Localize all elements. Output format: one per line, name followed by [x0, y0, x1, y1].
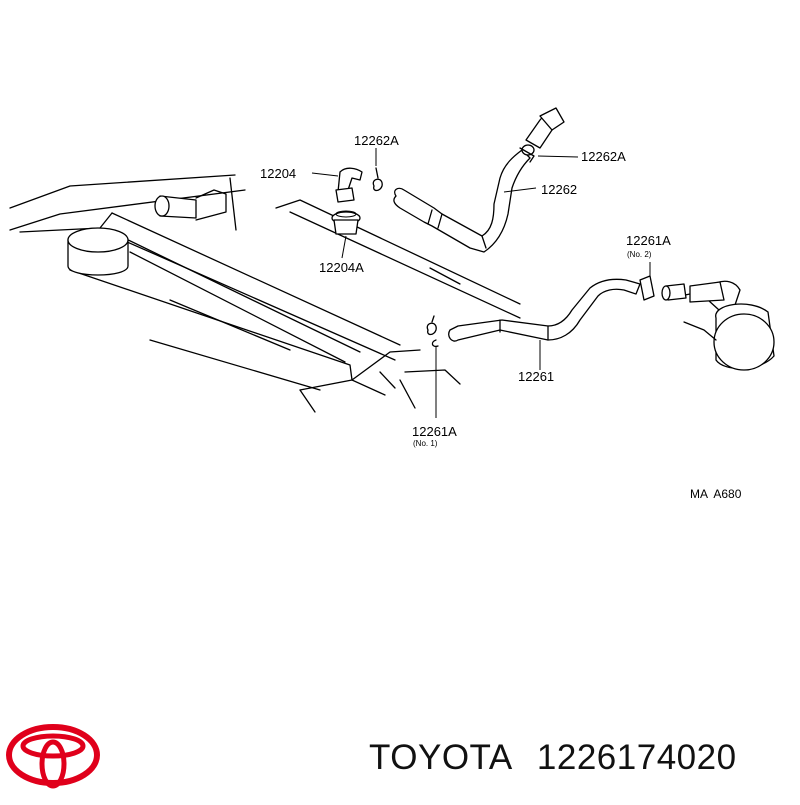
clip-12262A-right	[519, 147, 535, 163]
grommet-12204A	[331, 210, 361, 235]
toyota-logo-icon	[6, 724, 100, 789]
hose-12261	[448, 278, 641, 342]
label-12204A: 12204A	[319, 260, 364, 275]
brand-name: TOYOTA	[369, 738, 513, 777]
upper-fitting	[521, 107, 565, 156]
label-12261A-no2: 12261A	[626, 233, 671, 248]
clip-12262A-top	[372, 167, 383, 192]
label-no1: (No. 1)	[413, 439, 438, 448]
footer-brand: TOYOTA 1226174020	[369, 738, 737, 778]
label-12204: 12204	[260, 166, 296, 181]
label-12261: 12261	[518, 369, 554, 384]
leader-lines	[311, 148, 651, 418]
label-12262A-top: 12262A	[354, 133, 399, 148]
part-number: 1226174020	[536, 738, 737, 777]
fitting-12204	[335, 167, 363, 203]
label-12261A-no1: 12261A	[412, 424, 457, 439]
label-12262A-right: 12262A	[581, 149, 626, 164]
clip-12261A-no2	[639, 275, 687, 301]
clip-12261A-no1	[426, 315, 439, 348]
part-labels: 12262A 12262A 12204 12262 12204A 12261A …	[260, 133, 742, 501]
label-12262: 12262	[541, 182, 577, 197]
hose-12262	[393, 149, 531, 253]
diagram-code: MA A680	[690, 487, 742, 501]
engine-outline	[9, 174, 775, 413]
label-no2: (No. 2)	[627, 250, 652, 259]
